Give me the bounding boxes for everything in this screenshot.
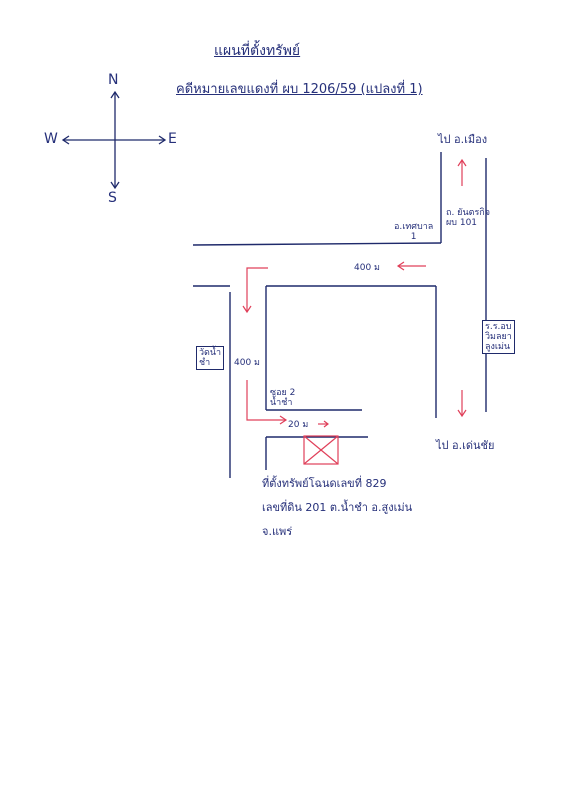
- label-main-road: ถ. ยันตรกิจ ผบ 101: [446, 208, 490, 228]
- label-junction: อ.เทศบาล 1: [394, 222, 434, 242]
- property-marker: [303, 435, 339, 465]
- label-to-city: ไป อ.เมือง: [438, 133, 488, 146]
- compass-rose: [61, 90, 167, 190]
- label-distance-top: 400 ม: [354, 263, 380, 273]
- label-soi: ซอย 2 น้ำชำ: [270, 388, 296, 408]
- landmark-school: ร.ร.อบ วิมลยา ลูงเม่น: [482, 320, 515, 354]
- label-to-denchai: ไป อ.เด่นชัย: [436, 439, 495, 452]
- top-road: [192, 242, 442, 287]
- property-note-line2: เลขที่ดิน 201 ต.น้ำชำ อ.สูงเม่น: [262, 501, 413, 514]
- page-title: แผนที่ตั้งทรัพย์: [214, 43, 301, 59]
- compass-east: E: [168, 131, 177, 147]
- label-distance-left: 400 ม: [234, 358, 260, 368]
- soi-road: [265, 409, 368, 470]
- compass-south: S: [108, 190, 117, 206]
- property-note-line3: จ.แพร่: [262, 525, 293, 538]
- compass-west: W: [44, 131, 58, 147]
- page-subtitle: คดีหมายเลขแดงที่ ผบ 1206/59 (แปลงที่ 1): [176, 82, 423, 97]
- property-note-line1: ที่ตั้งทรัพย์โฉนดเลขที่ 829: [262, 477, 387, 490]
- main-road: [435, 152, 487, 418]
- left-road: [193, 285, 267, 478]
- route-arrows: [242, 158, 467, 428]
- label-distance-small: 20 ม: [288, 420, 309, 430]
- landmark-temple: วัดน้ำ ชำ: [196, 346, 225, 370]
- compass-north: N: [108, 72, 119, 88]
